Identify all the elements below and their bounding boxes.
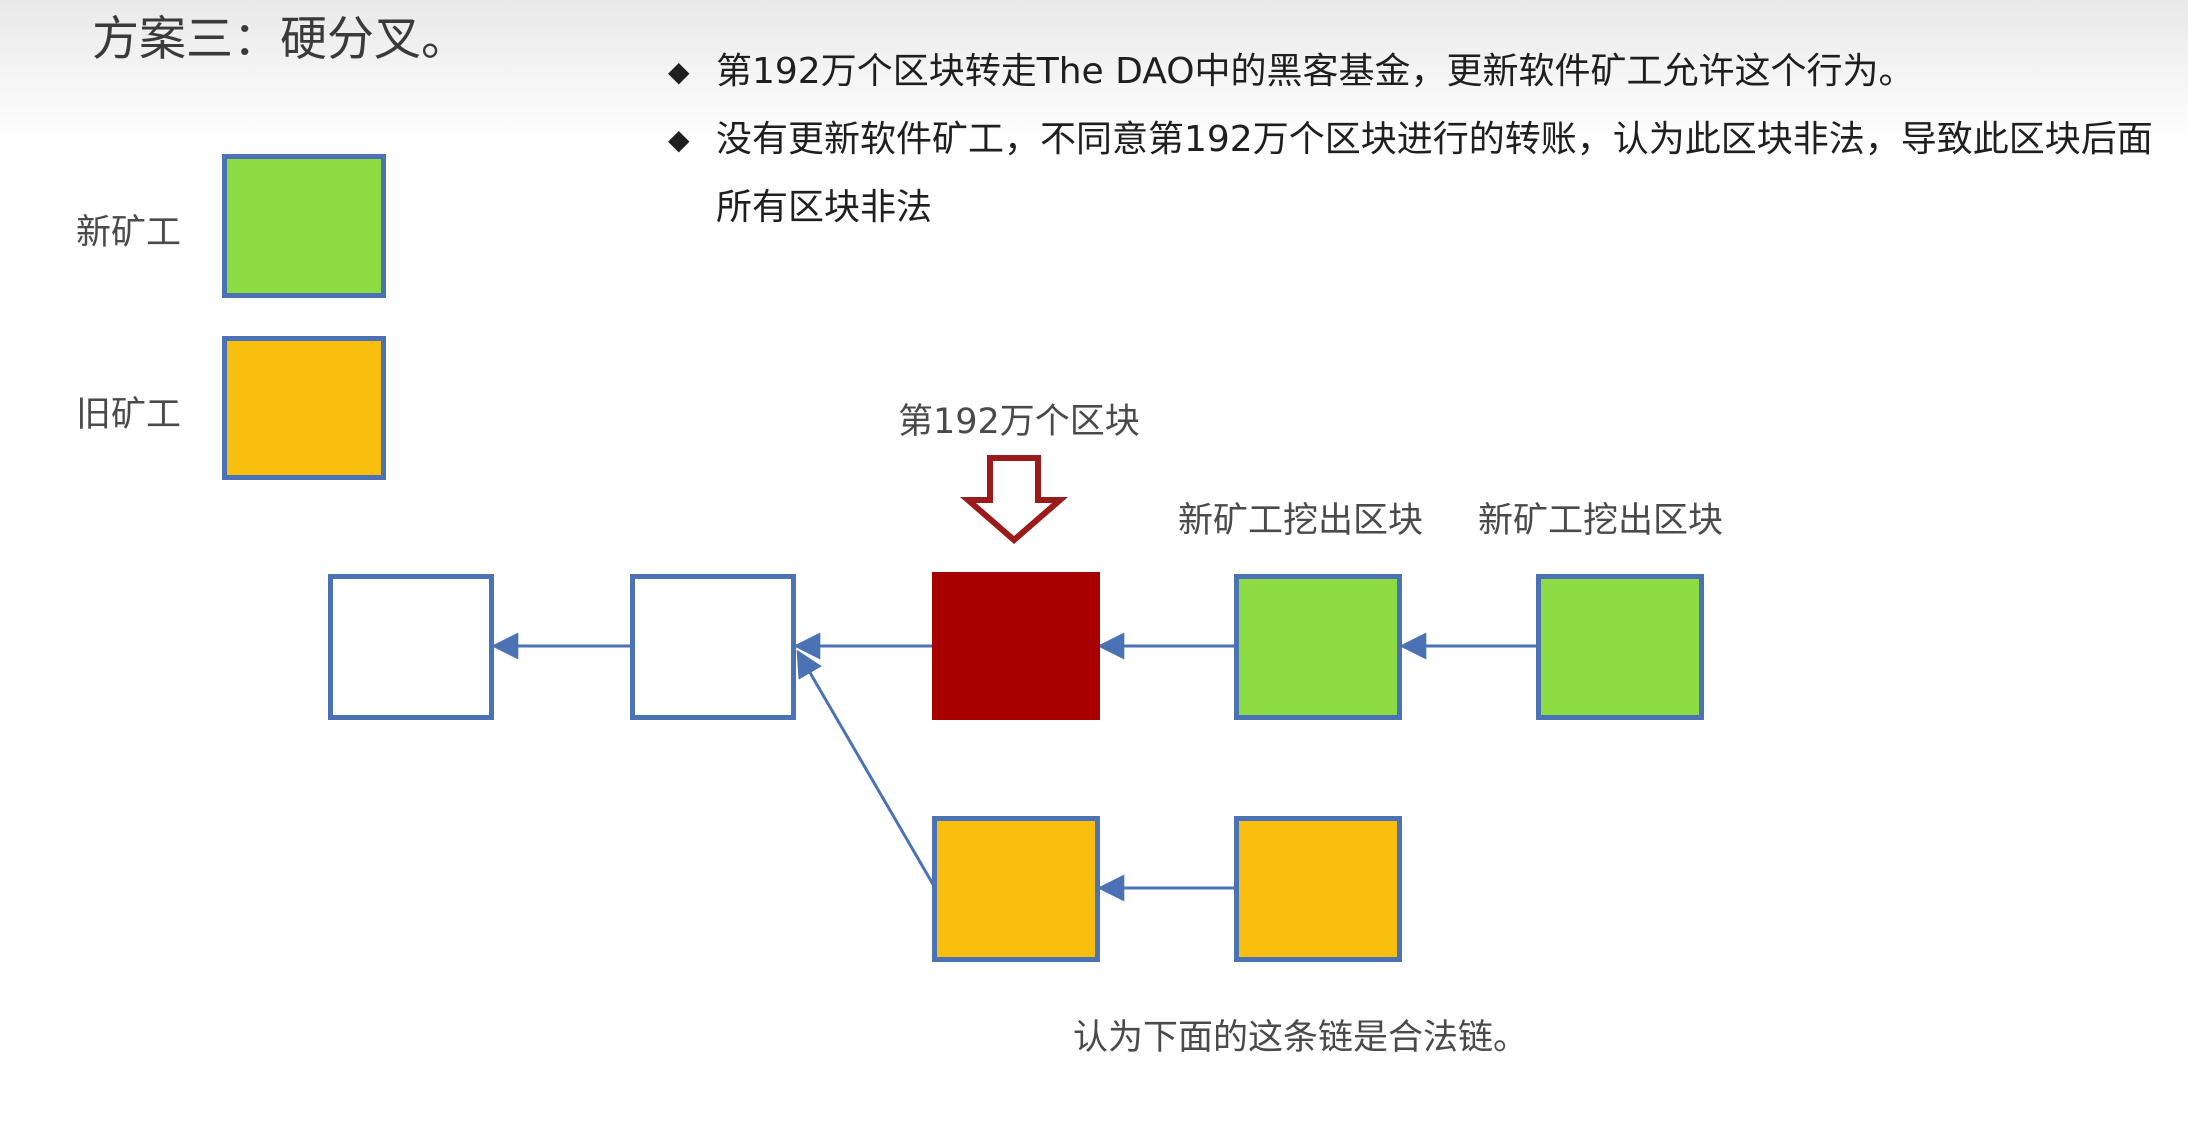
fork-block-label: 第192万个区块 [898,402,1140,442]
link-old1-to-2 [796,649,936,887]
old-miner-block-1 [932,816,1100,962]
new-block-label-1: 新矿工挖出区块 [1178,501,1424,541]
legend-swatch-new-miner [222,154,386,298]
bullet-text-2: 没有更新软件矿工，不同意第192万个区块进行的转账，认为此区块非法，导致此区块后… [716,119,2153,228]
bullet-item-1: ◆ 第192万个区块转走The DAO中的黑客基金，更新软件矿工允许这个行为。 [668,38,2168,106]
chain-block-2 [630,574,796,720]
bullet-text-1: 第192万个区块转走The DAO中的黑客基金，更新软件矿工允许这个行为。 [716,51,1915,92]
chain-block-1 [328,574,494,720]
down-arrow-icon [959,455,1069,544]
diamond-bullet-icon: ◆ [668,55,690,88]
slide-title: 方案三：硬分叉。 [92,12,468,67]
bullet-item-2: ◆ 没有更新软件矿工，不同意第192万个区块进行的转账，认为此区块非法，导致此区… [668,106,2168,242]
legend-label-new-miner: 新矿工 [76,213,182,253]
legend-swatch-old-miner [222,336,386,480]
new-block-label-2: 新矿工挖出区块 [1478,501,1724,541]
bullet-list: ◆ 第192万个区块转走The DAO中的黑客基金，更新软件矿工允许这个行为。 … [668,38,2168,242]
diamond-bullet-icon: ◆ [668,123,690,156]
legend-label-old-miner: 旧矿工 [76,395,182,435]
new-miner-block-1 [1234,574,1402,720]
block-192w [932,572,1100,720]
old-miner-block-2 [1234,816,1402,962]
new-miner-block-2 [1536,574,1704,720]
legal-chain-note: 认为下面的这条链是合法链。 [1073,1018,1529,1058]
